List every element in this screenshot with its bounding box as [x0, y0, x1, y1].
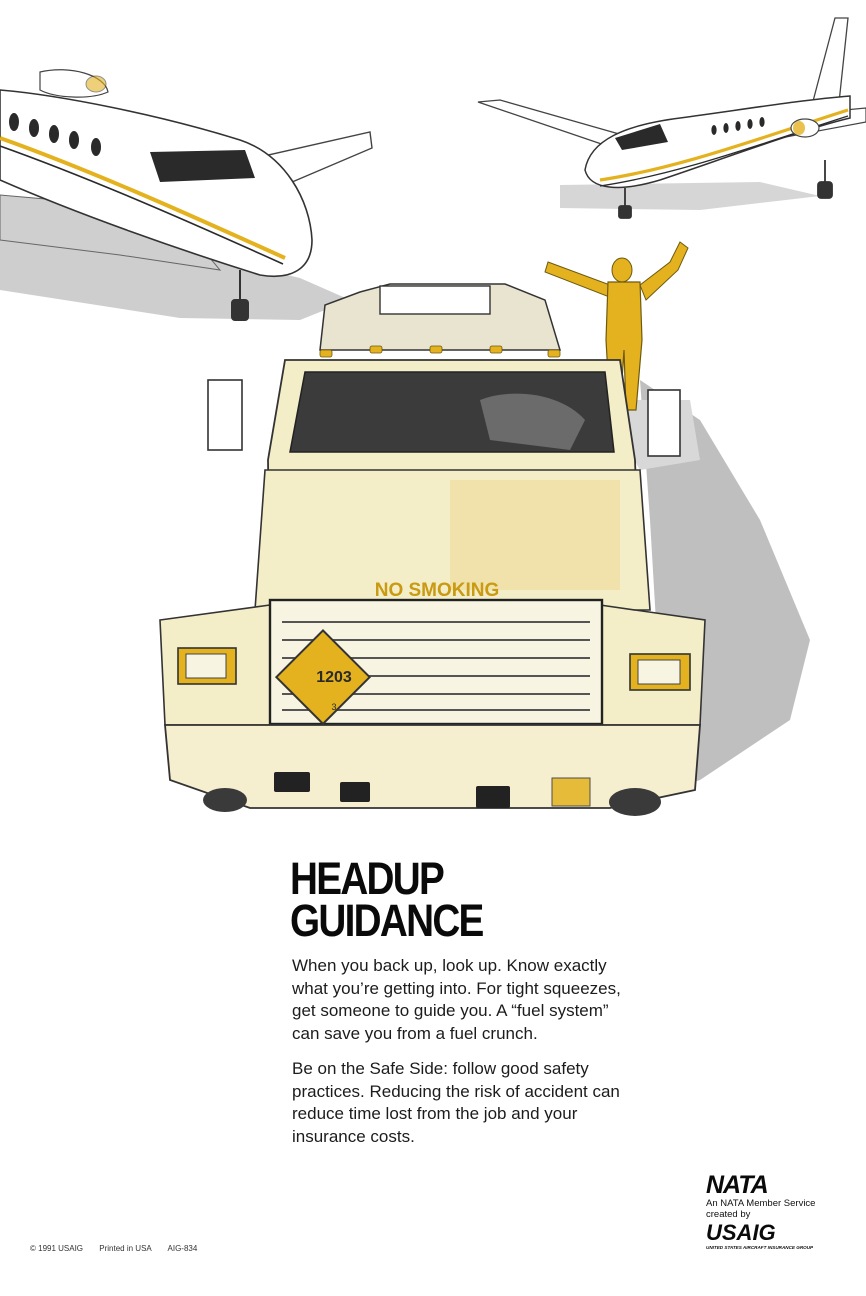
left-jet-windows	[9, 113, 101, 156]
truck-hood-yellow-tint	[450, 480, 620, 590]
guide-arm-right	[639, 241, 689, 301]
code-text: AIG-834	[167, 1244, 198, 1253]
truck-bumper-slots	[274, 772, 510, 808]
truck-wheel-left	[203, 788, 247, 812]
left-jet-stripe-dark	[0, 145, 284, 265]
headline: HEADUP GUIDANCE	[290, 853, 600, 946]
guide-head	[611, 257, 633, 283]
right-jet	[477, 17, 866, 219]
body-copy: When you back up, look up. Know exactly …	[292, 955, 622, 1161]
right-jet-landing-gear	[618, 160, 833, 219]
placard-class: 3	[331, 702, 336, 712]
body-paragraph-1: When you back up, look up. Know exactly …	[292, 956, 621, 1043]
fuel-truck-illustration: NO SMOKING 1203 3	[0, 17, 866, 816]
left-jet-landing-gear	[231, 270, 249, 321]
left-jet	[0, 69, 373, 321]
truck-mirror-right	[647, 389, 681, 457]
logo-block: NATA An NATA Member Service created by U…	[706, 1172, 846, 1251]
truck-driver	[480, 393, 585, 450]
right-jet-cockpit	[615, 124, 668, 150]
headline-line-1: HEADUP	[290, 853, 445, 904]
footer: © 1991 USAIG Printed in USA AIG-834	[30, 1244, 211, 1253]
right-jet-shadow	[560, 182, 820, 210]
truck-mirror-left	[207, 379, 243, 451]
printed-text: Printed in USA	[99, 1244, 152, 1253]
member-service-line: An NATA Member Service	[706, 1198, 816, 1209]
truck-bumper-amber	[551, 777, 591, 807]
created-by-line: created by	[706, 1209, 751, 1220]
truck-headlight-left-lens	[185, 653, 227, 679]
truck-wheel-right	[609, 788, 661, 816]
truck-roof-lights	[319, 345, 561, 358]
truck-hatch	[379, 285, 491, 315]
right-jet-fuselage	[584, 95, 851, 189]
truck-hood	[254, 469, 651, 611]
left-jet-engine-ring	[85, 75, 107, 93]
no-smoking-label: NO SMOKING	[375, 580, 500, 601]
nata-logo: NATA	[706, 1171, 769, 1199]
usaig-logo: USAIG	[706, 1220, 776, 1245]
right-jet-windows	[711, 117, 765, 135]
fuel-truck: NO SMOKING 1203 3	[159, 283, 706, 816]
body-paragraph-2: Be on the Safe Side: follow good safety …	[292, 1059, 620, 1146]
headline-line-2: GUIDANCE	[290, 895, 484, 946]
left-jet-stripe-yellow	[0, 136, 286, 260]
usaig-subtitle: UNITED STATES AIRCRAFT INSURANCE GROUP	[706, 1245, 814, 1250]
hazmat-placard: 1203 3	[274, 629, 372, 726]
copyright-text: © 1991 USAIG	[30, 1244, 84, 1253]
placard-number: 1203	[316, 669, 352, 686]
guide-arm-left	[544, 261, 613, 299]
truck-headlight-right-lens	[637, 659, 681, 685]
right-jet-engine-ring	[793, 121, 805, 135]
right-jet-stripe-yellow	[599, 108, 849, 182]
left-jet-cockpit	[150, 150, 255, 182]
